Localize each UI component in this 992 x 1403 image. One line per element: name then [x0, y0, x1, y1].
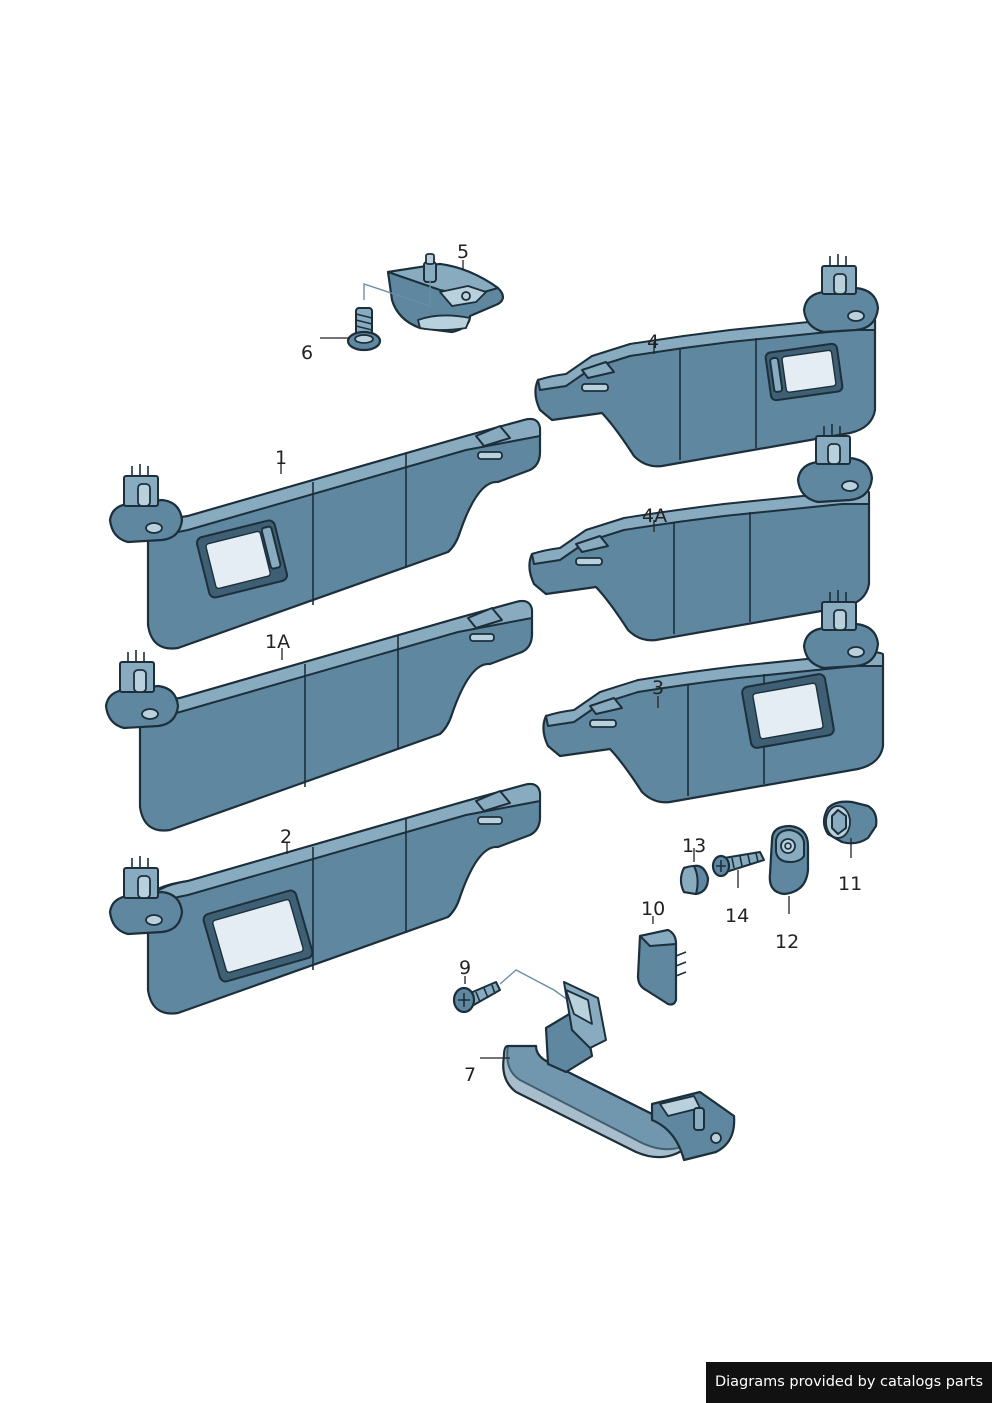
callout-7: 7	[464, 1064, 476, 1086]
callout-1a: 1A	[265, 631, 290, 653]
part-14-screw	[711, 851, 765, 878]
callout-12: 12	[775, 931, 799, 953]
part-3-sun-visor	[542, 650, 885, 804]
callout-2: 2	[280, 826, 292, 848]
part-11-bush	[822, 800, 878, 845]
part-1-mount	[108, 462, 184, 544]
part-4a-sun-visor	[528, 488, 871, 642]
part-5-bracket	[386, 253, 505, 334]
part-9-screw	[452, 981, 501, 1014]
part-12-clip	[768, 824, 810, 896]
callout-14: 14	[725, 905, 749, 927]
part-4-sun-visor	[534, 314, 877, 468]
part-6-screw	[346, 307, 382, 352]
leader-lines	[280, 260, 852, 1059]
callout-5: 5	[457, 241, 469, 263]
footer-credit: Diagrams provided by catalogs parts	[706, 1362, 992, 1403]
part-1a-mount	[104, 648, 180, 730]
callout-4a: 4A	[642, 505, 667, 527]
part-4-mount	[802, 252, 880, 334]
part-13-cover-cap	[679, 864, 710, 896]
part-2-mount	[108, 854, 184, 936]
callout-4: 4	[647, 331, 659, 353]
callout-6: 6	[301, 342, 313, 364]
part-2-sun-visor	[146, 782, 542, 1015]
callout-13: 13	[682, 835, 706, 857]
callout-11: 11	[838, 873, 862, 895]
callout-1: 1	[275, 447, 287, 469]
callout-10: 10	[641, 898, 665, 920]
part-1-sun-visor	[146, 417, 542, 650]
part-10-cover	[636, 928, 687, 1006]
part-7-grab-handle	[502, 981, 736, 1162]
callout-labels: 1 1A 2 3 4 4A 5 6 7 9 10 11 12 13 14	[265, 241, 862, 1086]
callout-3: 3	[652, 677, 664, 699]
callout-9: 9	[459, 957, 471, 979]
